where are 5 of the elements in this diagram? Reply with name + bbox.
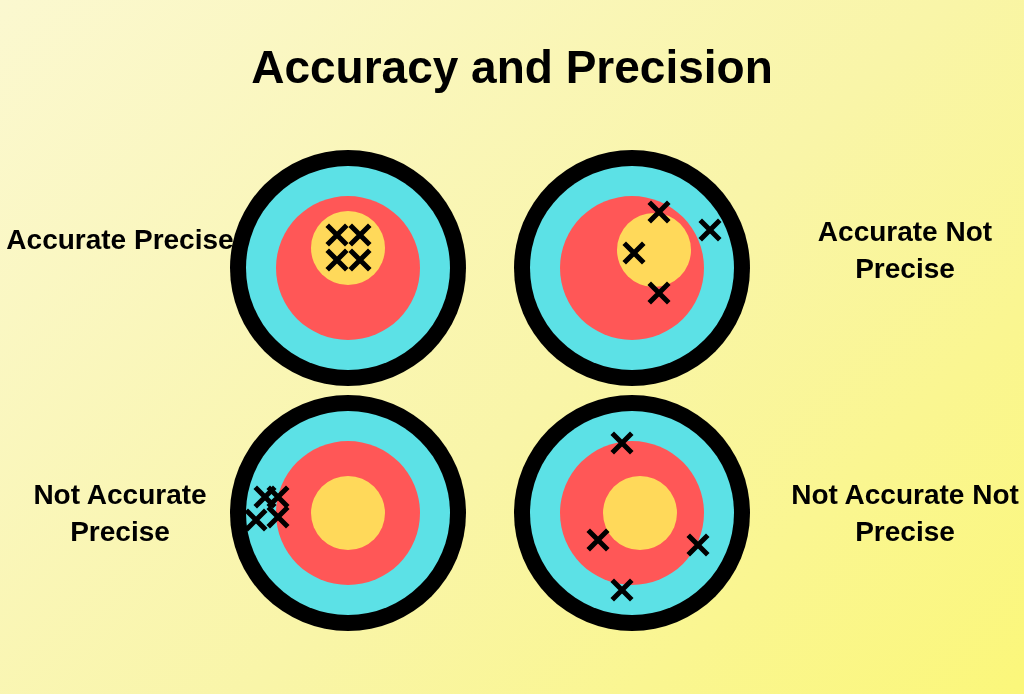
title: Accuracy and Precision bbox=[251, 41, 773, 93]
target-caption: Not Accurate Not Precise bbox=[790, 478, 1020, 549]
target-caption: Accurate Precise bbox=[5, 223, 235, 257]
target-caption: Not Accurate Precise bbox=[32, 478, 208, 549]
target-caption: Accurate Not Precise bbox=[816, 215, 994, 286]
